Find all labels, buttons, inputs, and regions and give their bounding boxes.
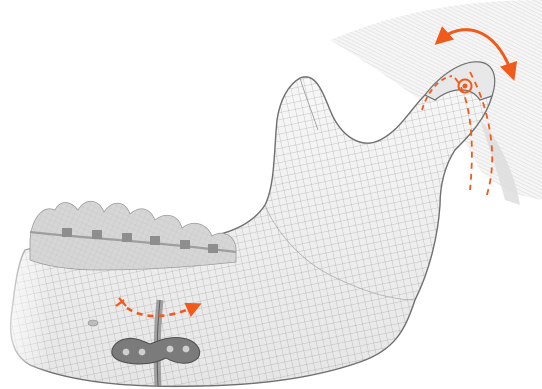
- bracket: [62, 228, 72, 237]
- bracket: [122, 233, 132, 242]
- screw-hole: [167, 346, 174, 353]
- screw-hole: [139, 349, 146, 356]
- bracket: [208, 244, 218, 253]
- bracket: [92, 230, 102, 239]
- bracket: [180, 240, 190, 249]
- fixation-plate: [112, 337, 200, 364]
- teeth: [30, 201, 236, 270]
- screw-hole: [183, 346, 190, 353]
- screw-hole: [123, 349, 130, 356]
- bracket: [150, 236, 160, 245]
